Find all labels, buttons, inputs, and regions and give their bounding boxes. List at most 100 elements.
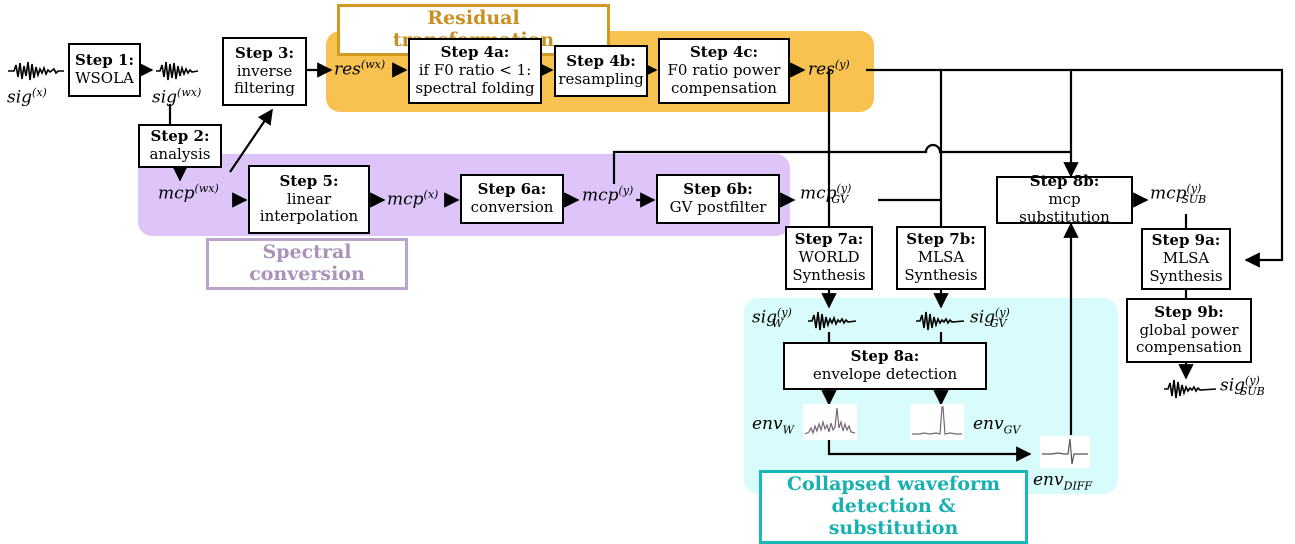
sig-gv-label: sig(y)GV [970,306,1010,331]
step-5-body: linear interpolation [259,189,359,226]
step-7a-body: WORLD Synthesis [792,248,866,284]
mcp-y-sup: (y) [618,184,634,197]
step-9a-box: Step 9a: MLSA Synthesis [1141,228,1231,290]
step-9a-title: Step 9a: [1151,231,1221,250]
sig-x-sup: (x) [32,86,47,99]
res-wx-label: res(wx) [334,58,385,80]
sig-wx-base: sig [152,87,178,108]
env-diff-base: env [1033,470,1064,490]
mcp-sub-base: mcp [1150,183,1187,204]
sig-gv-sup: (y) [995,306,1010,319]
step-9b-box: Step 9b: global power compensation [1126,298,1252,363]
step-3-box: Step 3: inverse filtering [222,37,307,106]
step-4a-body: if F0 ratio < 1: spectral folding [415,61,535,97]
mcp-sub-sub: SUB [1181,193,1207,207]
step-1-body: WSOLA [75,69,134,87]
step-3-title: Step 3: [235,43,294,62]
step-7b-title: Step 7b: [906,230,976,249]
step-4c-body: F0 ratio power compensation [667,61,781,97]
step-6a-title: Step 6a: [477,180,547,199]
sig-sub-sup: (y) [1245,374,1260,387]
env-diff-sub: DIFF [1063,479,1093,493]
mcp-x-label: mcp(x) [387,188,438,210]
step-8a-box: Step 8a: envelope detection [783,342,987,390]
step-7a-box: Step 7a: WORLD Synthesis [785,226,873,290]
sig-sub-base: sig [1220,375,1246,396]
mcp-wx-base: mcp [158,183,195,204]
mcp-sub-sup: (y) [1186,182,1202,195]
step-7a-title: Step 7a: [794,230,864,249]
sig-x-base: sig [7,87,33,108]
mcp-wx-sup: (wx) [194,182,219,195]
env-gv-sub: GV [1003,423,1021,437]
env-gv-plot [910,404,964,440]
env-w-sub: W [782,423,794,437]
env-w-base: env [752,414,783,434]
sig-sub-label: sig(y)SUB [1220,374,1265,398]
waveform-sig-sub-icon [1164,379,1216,399]
step-4c-box: Step 4c: F0 ratio power compensation [658,38,790,104]
mcp-x-base: mcp [387,189,424,210]
step-2-box: Step 2: analysis [138,124,222,168]
sig-w-sub: W [771,317,784,331]
step-8b-box: Step 8b: mcp substitution [996,172,1133,226]
res-y-sup: (y) [834,58,850,71]
collapsed-waveform-label: Collapsed waveform detection & substitut… [759,470,1028,544]
sig-gv-sub: GV [989,317,1007,331]
mcp-y-base: mcp [582,185,619,206]
step-6b-title: Step 6b: [683,180,753,199]
step-3-body: inverse filtering [234,61,295,98]
mcp-sub-label: mcp(y)SUB [1150,182,1206,206]
waveform-sig-gv-icon [916,311,964,331]
sig-x-label: sig(x) [7,86,47,108]
step-2-body: analysis [149,145,211,163]
step-4b-title: Step 4b: [566,52,636,71]
mcp-x-sup: (x) [423,188,439,201]
step-8a-body: envelope detection [812,365,958,383]
step-5-box: Step 5: linear interpolation [248,165,370,234]
step-8b-body: mcp substitution [1019,190,1110,226]
step-6a-box: Step 6a: conversion [460,174,564,224]
step-8a-title: Step 8a: [850,347,920,366]
step-4a-box: Step 4a: if F0 ratio < 1: spectral foldi… [408,38,542,104]
step-8b-title: Step 8b: [1029,172,1100,191]
env-w-label: envW [752,414,794,436]
waveform-sig-wx-icon [156,61,198,81]
sig-sub-sub: SUB [1239,385,1265,399]
mcp-gv-sub: GV [831,193,849,207]
sig-w-base: sig [752,307,778,328]
waveform-sig-x-icon [8,61,64,81]
step-9b-title: Step 9b: [1154,302,1224,321]
step-6b-box: Step 6b: GV postfilter [656,174,780,224]
step-7b-body: MLSA Synthesis [904,248,978,284]
step-6a-body: conversion [470,198,554,216]
step-7b-box: Step 7b: MLSA Synthesis [896,226,986,290]
step-1-box: Step 1: WSOLA [68,43,141,97]
sig-wx-label: sig(wx) [152,86,201,108]
pipeline-diagram: Residual transformation Spectral convers… [7,4,1284,544]
sig-gv-base: sig [970,307,996,328]
step-1-title: Step 1: [75,51,134,70]
step-4b-body: resampling [558,70,644,88]
sig-w-sup: (y) [777,306,792,319]
res-y-base: res [808,59,835,80]
res-wx-sup: (wx) [360,58,386,71]
env-diff-label: envDIFF [1033,470,1092,492]
step-9b-body: global power compensation [1136,320,1242,357]
mcp-gv-label: mcp(y)GV [800,182,851,207]
env-diff-plot [1040,436,1090,468]
res-wx-base: res [334,59,361,80]
mcp-wx-label: mcp(wx) [158,182,219,204]
step-6b-body: GV postfilter [669,198,767,216]
step-4a-title: Step 4a: [440,43,510,62]
step-5-title: Step 5: [279,171,339,190]
mcp-gv-base: mcp [800,183,837,204]
connector-lines [138,62,1284,462]
mcp-gv-sup: (y) [836,182,852,195]
sig-wx-sup: (wx) [177,86,202,99]
env-gv-label: envGV [973,414,1020,436]
step-2-title: Step 2: [150,127,210,146]
mcp-y-label: mcp(y) [582,184,633,206]
env-w-plot [803,404,857,440]
step-9a-body: MLSA Synthesis [1149,249,1223,285]
